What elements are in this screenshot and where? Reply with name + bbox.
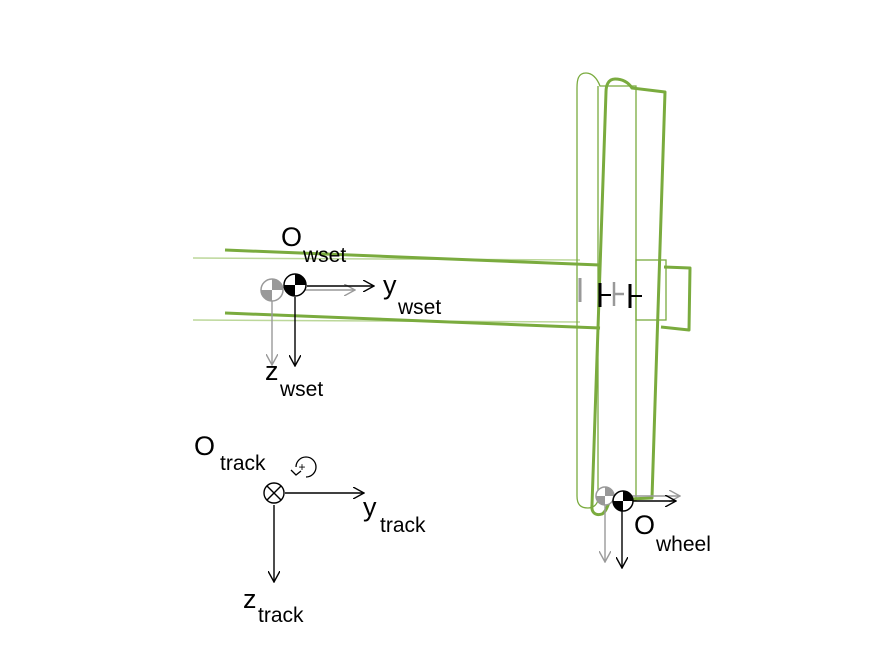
positive-rotation-icon: +	[290, 456, 317, 478]
label-y-track: y track	[363, 492, 426, 537]
center-of-gravity-icon	[283, 273, 307, 297]
hub-marks	[578, 278, 642, 308]
svg-text:track: track	[258, 604, 304, 627]
svg-text:wset: wset	[279, 378, 323, 401]
label-o-wset: O wset	[281, 222, 346, 267]
wheel	[590, 77, 692, 517]
axle	[224, 248, 601, 330]
svg-text:track: track	[380, 514, 426, 537]
center-of-gravity-icon	[595, 486, 615, 506]
label-z-wset: z wset	[265, 356, 323, 401]
svg-text:wheel: wheel	[655, 533, 711, 556]
wset-frame	[295, 286, 374, 366]
wset-frame-ghost	[272, 290, 355, 365]
wheel-frame	[622, 501, 676, 568]
svg-text:wset: wset	[302, 244, 346, 267]
axle-ghost	[192, 257, 581, 323]
svg-text:y: y	[363, 492, 377, 522]
svg-text:z: z	[243, 584, 257, 614]
svg-text:O: O	[281, 222, 302, 252]
svg-text:O: O	[194, 431, 215, 461]
center-of-gravity-icon	[612, 490, 634, 512]
track-frame	[274, 493, 364, 582]
svg-text:y: y	[383, 270, 397, 300]
svg-text:O: O	[634, 510, 655, 540]
label-y-wset: y wset	[383, 270, 441, 319]
svg-text:z: z	[265, 356, 279, 386]
label-z-track: z track	[243, 584, 304, 627]
svg-text:track: track	[220, 452, 266, 475]
label-o-wheel: O wheel	[634, 510, 711, 556]
svg-text:wset: wset	[397, 296, 441, 319]
rotation-sign: +	[298, 460, 305, 474]
center-of-gravity-icon	[260, 278, 284, 302]
axis-into-page-icon	[263, 482, 285, 504]
label-o-track: O track	[194, 431, 266, 475]
